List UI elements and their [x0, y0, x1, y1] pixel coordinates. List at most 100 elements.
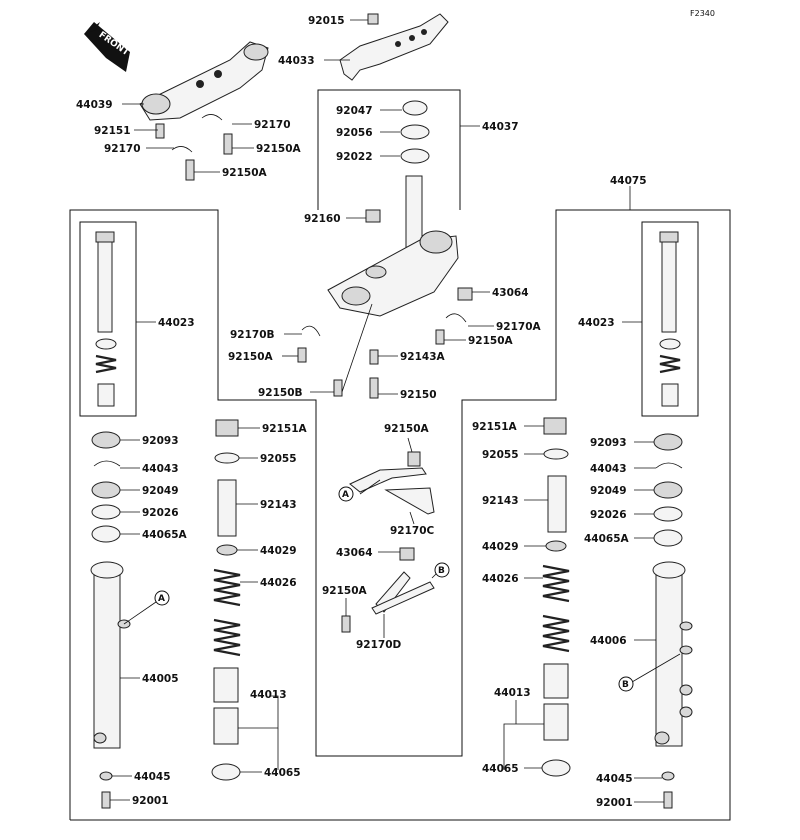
seal-92049-left — [91, 481, 121, 499]
label-92049-left: 92049 — [142, 485, 179, 497]
label-44039: 44039 — [76, 99, 113, 111]
bushing-44065-left — [211, 763, 241, 781]
callout-a-center: A — [338, 486, 354, 502]
bracket-92170c — [349, 451, 435, 515]
cap-92160 — [365, 209, 381, 223]
label-92151-top: 92151 — [94, 125, 131, 137]
label-92150a-lower: 92150A — [322, 585, 368, 597]
oring-92055-left — [214, 452, 240, 464]
steering-stem-44037 — [327, 175, 459, 317]
front-arrow-icon: FRONT — [84, 22, 131, 72]
label-92170b: 92170B — [230, 329, 275, 341]
label-92160: 92160 — [304, 213, 341, 225]
label-44065a-left: 44065A — [142, 529, 188, 541]
piston-44013-right-upper — [543, 663, 569, 699]
label-92150a-center-left: 92150A — [228, 351, 274, 363]
clip-92170-left — [171, 146, 193, 153]
label-92170a: 92170A — [496, 321, 542, 333]
label-92026-right: 92026 — [590, 509, 627, 521]
washer-92022 — [400, 148, 430, 164]
washer-92056 — [400, 124, 430, 140]
label-44013-left: 44013 — [250, 689, 287, 701]
grommet-43064-upper — [457, 287, 473, 301]
label-44029-right: 44029 — [482, 541, 519, 553]
label-92093-right: 92093 — [590, 437, 627, 449]
label-44029-left: 44029 — [260, 545, 297, 557]
label-92151a-right: 92151A — [472, 421, 518, 433]
oring-92055-right — [543, 448, 569, 460]
frame-inner-right — [641, 221, 699, 417]
label-92022: 92022 — [336, 151, 373, 163]
nut-92047 — [402, 100, 428, 116]
label-92143-right: 92143 — [482, 495, 519, 507]
label-44065-left: 44065 — [264, 767, 301, 779]
washer-92026-right — [653, 506, 683, 522]
label-44037: 44037 — [482, 121, 519, 133]
label-92001-left: 92001 — [132, 795, 169, 807]
outer-tube-44006 — [652, 561, 693, 747]
frame-inner-left — [79, 221, 137, 417]
seal-92093-left — [91, 431, 121, 449]
label-44023-right: 44023 — [578, 317, 615, 329]
label-43064-lower: 43064 — [336, 547, 373, 559]
label-92170-top-left: 92170 — [104, 143, 141, 155]
label-44005: 44005 — [142, 673, 179, 685]
clip-92170b — [301, 325, 321, 337]
gasket-44045-left — [99, 771, 113, 781]
label-44013-right: 44013 — [494, 687, 531, 699]
outer-tube-44005 — [90, 561, 131, 749]
bolt-92151 — [155, 123, 165, 139]
label-92150a-top-right: 92150A — [256, 143, 302, 155]
label-92150a-top-bottom: 92150A — [222, 167, 268, 179]
label-92170d: 92170D — [356, 639, 402, 651]
clip-44043-left — [93, 460, 121, 467]
label-92150a-mid: 92150A — [384, 423, 430, 435]
cap-92151a-left — [215, 419, 239, 437]
bolt-92150a-top-right — [223, 133, 233, 155]
bolt-92150b — [333, 379, 343, 397]
bracket-92170d — [371, 571, 435, 615]
label-92151a-left: 92151A — [262, 423, 308, 435]
label-92143-left: 92143 — [260, 499, 297, 511]
label-44023-left: 44023 — [158, 317, 195, 329]
label-44043-right: 44043 — [590, 463, 627, 475]
seal-92093-right — [653, 433, 683, 451]
label-43064-upper: 43064 — [492, 287, 529, 299]
label-44033: 44033 — [278, 55, 315, 67]
bolt-92150a-center-right — [435, 329, 445, 345]
label-92055-right: 92055 — [482, 449, 519, 461]
cap-92151a-right — [543, 417, 567, 435]
callout-b-center: B — [434, 562, 450, 578]
upper-bracket-44039 — [139, 41, 269, 121]
bolt-92001-left — [101, 791, 111, 809]
label-44045-right: 44045 — [596, 773, 633, 785]
frame-stem-assembly — [317, 89, 461, 210]
bushing-44065-right — [541, 759, 571, 777]
washer-92026-left — [91, 504, 121, 520]
spacer-92143-right — [547, 475, 567, 533]
label-92150a-center-right: 92150A — [468, 335, 514, 347]
label-92150: 92150 — [400, 389, 437, 401]
label-44026-left: 44026 — [260, 577, 297, 589]
bolt-92150a-top-bottom — [185, 159, 195, 181]
label-44075: 44075 — [610, 175, 647, 187]
label-44006: 44006 — [590, 635, 627, 647]
label-92170-top-right: 92170 — [254, 119, 291, 131]
clip-44043-right — [655, 462, 683, 469]
bushing-44065a-left — [91, 525, 121, 543]
label-44065-right: 44065 — [482, 763, 519, 775]
clip-92170a — [445, 313, 467, 323]
label-44065a-right: 44065A — [584, 533, 630, 545]
grommet-43064-lower — [399, 547, 415, 561]
label-92055-left: 92055 — [260, 453, 297, 465]
callout-b-right: B — [618, 676, 634, 692]
svg-text:B: B — [438, 566, 445, 576]
label-44026-right: 44026 — [482, 573, 519, 585]
fork-tube-44023-left — [95, 231, 117, 407]
label-92001-right: 92001 — [596, 797, 633, 809]
clip-92170-right — [201, 114, 223, 121]
svg-text:A: A — [342, 490, 349, 500]
gasket-44045-right — [661, 771, 675, 781]
diagram-id: F2340 — [690, 9, 715, 18]
